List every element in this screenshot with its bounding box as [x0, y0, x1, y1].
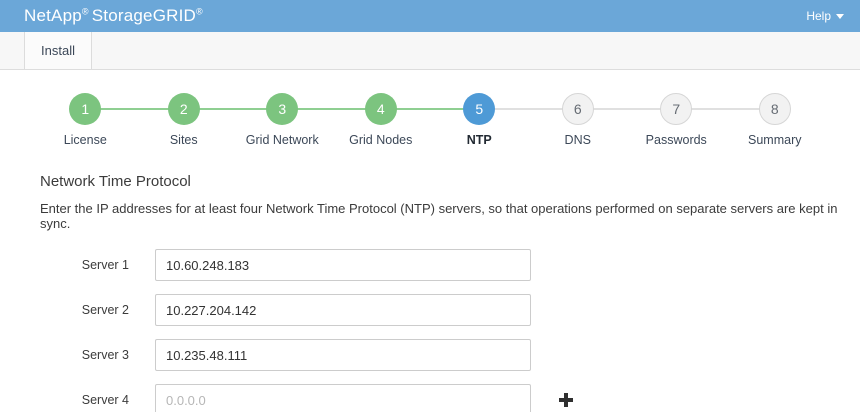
stepper-label-7: Passwords: [645, 133, 707, 147]
stepper-connector-right: [676, 108, 726, 110]
ntp-server-row: Server 2: [0, 294, 860, 326]
stepper-circle-row: 5: [430, 92, 529, 126]
stepper-label-8: Summary: [748, 133, 802, 147]
stepper-label-3: Grid Network: [245, 133, 319, 147]
stepper-circle-row: 6: [528, 92, 627, 126]
stepper-circle-1[interactable]: 1: [69, 93, 102, 125]
stepper-circle-row: 8: [725, 92, 825, 126]
brand-netapp: NetApp: [24, 6, 82, 25]
help-menu[interactable]: Help: [802, 7, 848, 25]
ntp-server-form: Server 1 Server 2 Server 3 Server 4: [0, 249, 860, 412]
brand-storagegrid-registered-mark: ®: [196, 6, 203, 17]
ntp-server-row: Server 1: [0, 249, 860, 281]
help-menu-label: Help: [806, 9, 831, 23]
stepper-connector-left: [134, 108, 184, 110]
stepper-circle-6[interactable]: 6: [561, 93, 594, 125]
stepper-circle-row: 3: [233, 92, 332, 126]
ntp-server-label: Server 3: [81, 348, 129, 362]
ntp-server-input-4[interactable]: [155, 384, 531, 412]
stepper-label-1: License: [63, 133, 107, 147]
chevron-down-icon: [836, 13, 844, 19]
add-server-button[interactable]: [555, 389, 577, 411]
brand-storagegrid: StorageGRID: [91, 6, 196, 25]
app-header: NetApp®StorageGRID® Help: [0, 0, 860, 32]
stepper-circle-8[interactable]: 8: [758, 93, 791, 125]
stepper-connector-right: [282, 108, 332, 110]
stepper-circle-row: 1: [36, 92, 135, 126]
stepper-connector-right: [85, 108, 135, 110]
ntp-server-input-3[interactable]: [155, 339, 531, 371]
brand-netapp-registered-mark: ®: [81, 6, 89, 17]
stepper-connector-left: [725, 108, 775, 110]
page-description: Enter the IP addresses for at least four…: [40, 201, 838, 231]
ntp-server-input-1[interactable]: [155, 249, 531, 281]
stepper-label-2: Sites: [169, 133, 198, 147]
stepper-circle-5[interactable]: 5: [463, 93, 496, 125]
ntp-server-row: Server 4: [0, 384, 860, 412]
page-title: Network Time Protocol: [40, 173, 191, 190]
stepper-connector-right: [380, 108, 430, 110]
stepper-circle-row: 7: [627, 92, 726, 126]
stepper-connector-left: [233, 108, 283, 110]
stepper-label-6: DNS: [564, 133, 591, 147]
ntp-server-label: Server 2: [81, 303, 129, 317]
stepper-connector-right: [479, 108, 529, 110]
tab-bar-filler: [92, 32, 860, 69]
stepper-circle-7[interactable]: 7: [660, 93, 693, 125]
ntp-server-input-2[interactable]: [155, 294, 531, 326]
stepper-label-5: NTP: [466, 133, 492, 147]
stepper-label-4: Grid Nodes: [349, 133, 413, 147]
stepper-connector-left: [430, 108, 480, 110]
stepper-circle-row: 4: [331, 92, 430, 126]
tab-install-label: Install: [41, 43, 75, 58]
stepper-circle-3[interactable]: 3: [266, 93, 299, 125]
ntp-server-label: Server 4: [81, 393, 129, 407]
stepper-connector-right: [577, 108, 627, 110]
stepper-connector-left: [627, 108, 677, 110]
stepper-connector-left: [331, 108, 381, 110]
stepper-connector-right: [183, 108, 233, 110]
ntp-server-label: Server 1: [81, 258, 129, 272]
plus-icon: [559, 393, 573, 407]
stepper-circle-2[interactable]: 2: [167, 93, 200, 125]
brand-logo: NetApp®StorageGRID®: [24, 6, 203, 26]
stepper-circle-row: 2: [134, 92, 233, 126]
stepper-connector-left: [528, 108, 578, 110]
tab-bar-leading-spacer: [0, 32, 25, 69]
ntp-server-row: Server 3: [0, 339, 860, 371]
tab-bar: Install: [0, 32, 860, 70]
stepper-circle-4[interactable]: 4: [364, 93, 397, 125]
tab-install[interactable]: Install: [25, 32, 92, 69]
